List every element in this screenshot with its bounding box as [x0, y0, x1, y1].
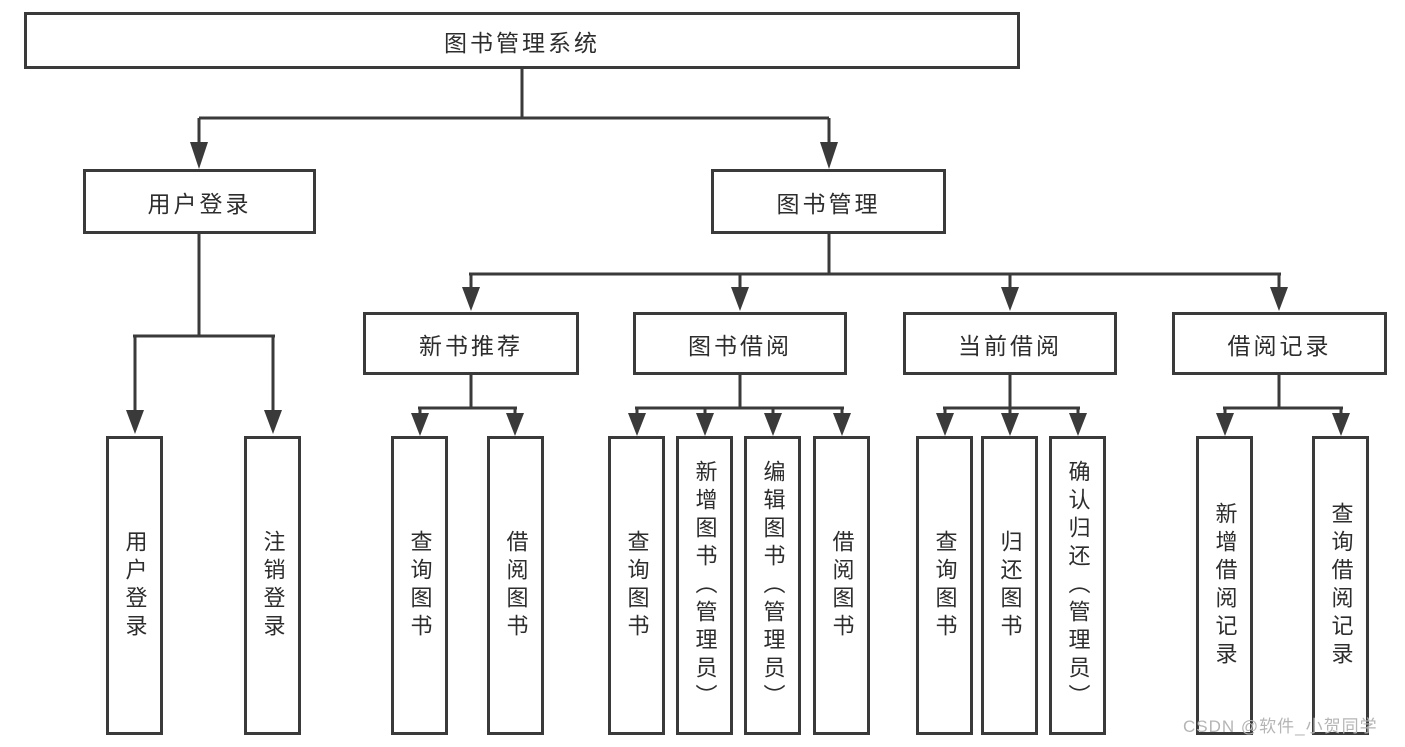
leaf-label: 查询图书	[407, 529, 433, 642]
leaf-label: 归还图书	[997, 529, 1023, 642]
node-label: 当前借阅	[958, 332, 1062, 359]
leaf-label: 注销登录	[260, 529, 286, 642]
connector-root-to-level2	[190, 69, 838, 169]
leaf-label: 确认归还（管理员）	[1065, 459, 1091, 712]
leaf-query-book-current: 查询图书	[916, 436, 973, 735]
node-book-management-branch: 图书管理	[711, 169, 946, 234]
leaf-query-book-borrowing: 查询图书	[608, 436, 665, 735]
leaf-query-book-recommend: 查询图书	[391, 436, 448, 735]
connector-modules-to-leaves	[411, 375, 1350, 436]
leaf-label: 编辑图书（管理员）	[760, 459, 786, 712]
leaf-add-book-admin: 新增图书（管理员）	[676, 436, 733, 735]
leaf-label: 新增图书（管理员）	[692, 459, 718, 712]
node-label: 图书管理系统	[444, 29, 600, 56]
leaf-return-book: 归还图书	[981, 436, 1038, 735]
connector-user-login-to-leaves	[126, 234, 282, 434]
leaf-add-borrow-record: 新增借阅记录	[1196, 436, 1253, 735]
leaf-logout: 注销登录	[244, 436, 301, 735]
leaf-edit-book-admin: 编辑图书（管理员）	[744, 436, 801, 735]
leaf-query-borrow-record: 查询借阅记录	[1312, 436, 1369, 735]
leaf-user-login: 用户登录	[106, 436, 163, 735]
leaf-label: 新增借阅记录	[1212, 501, 1238, 670]
node-borrowing-records: 借阅记录	[1172, 312, 1387, 375]
connector-book-management-to-modules	[462, 234, 1288, 311]
leaf-label: 查询图书	[624, 529, 650, 642]
leaf-label: 借阅图书	[503, 529, 529, 642]
leaf-borrow-book-recommend: 借阅图书	[487, 436, 544, 735]
node-label: 图书借阅	[688, 332, 792, 359]
node-label: 用户登录	[147, 190, 252, 217]
node-label: 图书管理	[776, 190, 881, 217]
leaf-label: 借阅图书	[829, 529, 855, 642]
node-new-book-recommendation: 新书推荐	[363, 312, 579, 375]
leaf-label: 用户登录	[122, 529, 148, 642]
leaf-label: 查询图书	[932, 529, 958, 642]
leaf-confirm-return-admin: 确认归还（管理员）	[1049, 436, 1106, 735]
node-current-borrowing: 当前借阅	[903, 312, 1117, 375]
node-user-login-branch: 用户登录	[83, 169, 316, 234]
node-root-system: 图书管理系统	[24, 12, 1020, 69]
csdn-watermark: CSDN @软件_小贺同学	[1183, 717, 1378, 736]
node-book-borrowing: 图书借阅	[633, 312, 847, 375]
leaf-label: 查询借阅记录	[1328, 501, 1354, 670]
node-label: 借阅记录	[1227, 332, 1332, 359]
leaf-borrow-book: 借阅图书	[813, 436, 870, 735]
node-label: 新书推荐	[419, 332, 523, 359]
